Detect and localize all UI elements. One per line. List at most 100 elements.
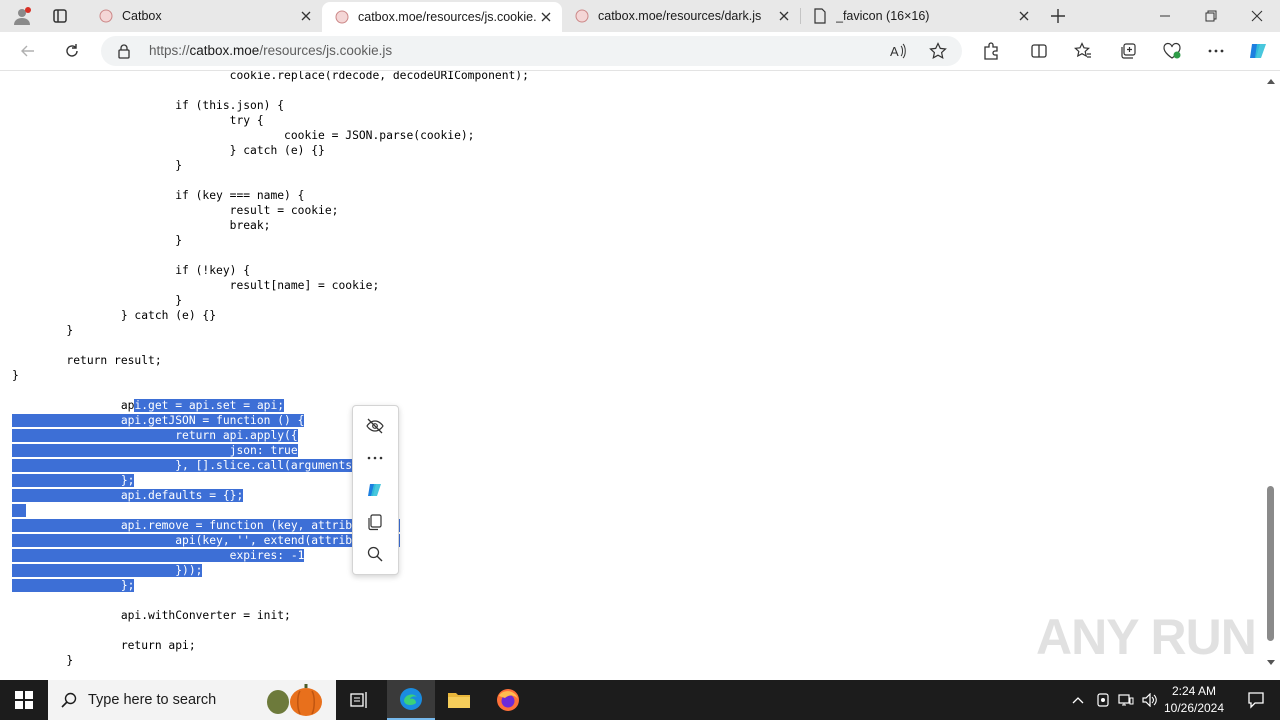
- copy-icon[interactable]: [363, 510, 387, 534]
- code-line: api.withConverter = init;: [12, 608, 291, 623]
- tab-separator: [800, 8, 801, 24]
- code-text: try {: [12, 114, 264, 127]
- code-line: if (key === name) {: [12, 188, 304, 203]
- split-screen-icon: [1031, 44, 1047, 58]
- code-line: api.get = api.set = api;: [12, 398, 285, 413]
- favorites-button[interactable]: [1067, 35, 1099, 67]
- scrollbar-thumb[interactable]: [1267, 486, 1274, 641]
- code-line: cookie.replace(rdecode, decodeURICompone…: [12, 71, 529, 83]
- copilot-icon: [1250, 44, 1266, 58]
- tab-strip: Catbox catbox.moe/resources/js.cookie. c…: [0, 0, 1280, 32]
- clock-date: 10/26/2024: [1163, 701, 1225, 715]
- code-line: cookie = JSON.parse(cookie);: [12, 128, 474, 143]
- read-aloud-icon[interactable]: A: [889, 42, 907, 65]
- text-selection-mini-menu: [352, 405, 399, 575]
- more-icon: [1208, 49, 1224, 53]
- copilot-button[interactable]: [1242, 35, 1274, 67]
- tab-catbox[interactable]: Catbox: [86, 0, 322, 32]
- code-line: try {: [12, 113, 264, 128]
- minimize-button[interactable]: [1142, 0, 1188, 32]
- collections-icon: [1121, 43, 1136, 59]
- tab-js-cookie[interactable]: catbox.moe/resources/js.cookie.: [322, 2, 562, 32]
- tab-favicon[interactable]: _favicon (16×16): [800, 0, 1040, 32]
- start-button[interactable]: [0, 680, 48, 720]
- address-bar[interactable]: https://catbox.moe/resources/js.cookie.j…: [101, 36, 962, 66]
- code-line: }, [].slice.call(arguments));: [12, 458, 373, 473]
- plus-icon: [1051, 9, 1065, 23]
- code-line: if (!key) {: [12, 263, 250, 278]
- selected-code-text: api(key, '', extend(attributes, {: [12, 534, 400, 547]
- refresh-button[interactable]: [56, 35, 88, 67]
- network-icon[interactable]: [1114, 680, 1138, 720]
- selected-code-text: api.defaults = {};: [12, 489, 244, 502]
- show-hidden-icons-button[interactable]: [1066, 680, 1090, 720]
- notification-icon: [1248, 692, 1264, 709]
- catbox-favicon-icon: [98, 8, 114, 24]
- more-icon[interactable]: [363, 446, 387, 470]
- code-line: expires: -1: [12, 548, 305, 563]
- close-icon[interactable]: [1016, 8, 1032, 24]
- code-text: }: [12, 654, 74, 667]
- catbox-favicon-icon: [334, 9, 350, 25]
- collections-button[interactable]: [1112, 35, 1144, 67]
- code-line: };: [12, 578, 135, 593]
- taskbar-file-explorer[interactable]: [435, 680, 483, 720]
- code-text: }: [12, 324, 74, 337]
- code-line: api(key, '', extend(attributes, {: [12, 533, 400, 548]
- tab-dark-js[interactable]: catbox.moe/resources/dark.js: [562, 0, 800, 32]
- hide-icon[interactable]: [363, 414, 387, 438]
- code-text: if (this.json) {: [12, 99, 285, 112]
- windows-logo-icon: [15, 691, 33, 709]
- refresh-icon: [66, 44, 78, 57]
- restore-button[interactable]: [1188, 0, 1234, 32]
- close-icon: [1251, 10, 1263, 22]
- tab-title: _favicon (16×16): [836, 9, 930, 23]
- settings-more-button[interactable]: [1200, 35, 1232, 67]
- url-prefix: https://: [149, 43, 190, 58]
- close-icon[interactable]: [776, 8, 792, 24]
- code-line: return result;: [12, 353, 161, 368]
- document-icon: [812, 8, 828, 24]
- code-line: }: [12, 293, 182, 308]
- search-icon[interactable]: [363, 542, 387, 566]
- code-text: break;: [12, 219, 271, 232]
- catbox-favicon-icon: [574, 8, 590, 24]
- code-line: break;: [12, 218, 271, 233]
- scroll-up-icon[interactable]: [1266, 77, 1276, 85]
- taskbar-edge[interactable]: [387, 680, 435, 720]
- selected-code-text: }));: [12, 564, 203, 577]
- copilot-icon[interactable]: [363, 478, 387, 502]
- code-line: if (this.json) {: [12, 98, 284, 113]
- volume-icon[interactable]: [1138, 680, 1162, 720]
- search-highlight-pumpkin-icon: [267, 684, 322, 716]
- close-icon[interactable]: [298, 8, 314, 24]
- taskbar-firefox[interactable]: [484, 680, 532, 720]
- tab-actions-button[interactable]: [44, 0, 76, 32]
- close-icon[interactable]: [538, 9, 554, 25]
- selected-code-text: api.getJSON = function () {: [12, 414, 305, 427]
- notification-center-button[interactable]: [1232, 680, 1280, 720]
- favorite-star-icon[interactable]: [929, 42, 947, 65]
- selected-code-text: }, [].slice.call(arguments));: [12, 459, 373, 472]
- code-line: }: [12, 368, 19, 383]
- extensions-button[interactable]: [975, 35, 1007, 67]
- task-view-button[interactable]: [336, 680, 384, 720]
- close-window-button[interactable]: [1234, 0, 1280, 32]
- code-text: }: [12, 159, 183, 172]
- profile-button[interactable]: [6, 0, 38, 32]
- back-button[interactable]: [12, 35, 44, 67]
- code-line: result[name] = cookie;: [12, 278, 380, 293]
- vertical-scrollbar[interactable]: [1262, 71, 1280, 680]
- puzzle-icon: [984, 42, 998, 60]
- system-clock[interactable]: 2:24 AM 10/26/2024: [1160, 683, 1228, 717]
- new-tab-button[interactable]: [1042, 0, 1074, 32]
- split-screen-button[interactable]: [1023, 35, 1055, 67]
- selected-code-text: };: [12, 579, 135, 592]
- tray-device-icon[interactable]: [1092, 680, 1114, 720]
- taskbar-search-box[interactable]: Type here to search: [48, 680, 336, 720]
- code-text: } catch (e) {}: [12, 144, 325, 157]
- scroll-down-icon[interactable]: [1266, 659, 1276, 667]
- lock-icon[interactable]: [117, 43, 131, 64]
- browser-essentials-button[interactable]: [1156, 35, 1188, 67]
- task-view-icon: [350, 692, 367, 708]
